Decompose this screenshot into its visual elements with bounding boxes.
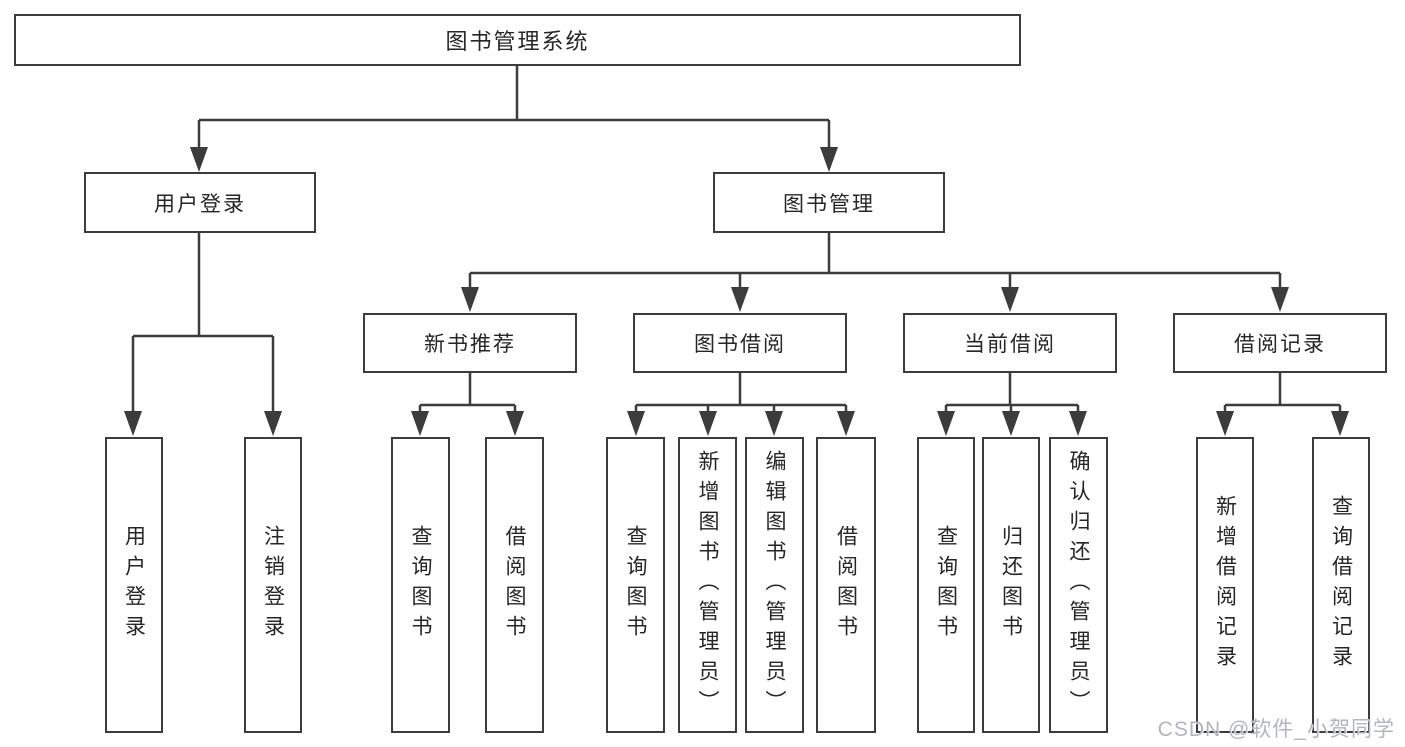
leaf-logout-label: 注销登录 [261, 525, 285, 645]
node-library-system-label: 图书管理系统 [445, 29, 590, 54]
leaf-user-login: 用户登录 [105, 437, 163, 733]
leaf-query-borrow-record-label: 查询借阅记录 [1329, 495, 1353, 675]
leaf-user-login-label: 用户登录 [122, 525, 146, 645]
node-book-management-label: 图书管理 [783, 192, 875, 216]
leaf-add-books-admin-label: 新增图书（管理员） [696, 450, 719, 720]
leaf-query-books-current: 查询图书 [917, 437, 975, 733]
leaf-confirm-return-admin: 确认归还（管理员） [1049, 437, 1108, 733]
leaf-add-borrow-record-label: 新增借阅记录 [1213, 495, 1237, 675]
node-book-management: 图书管理 [713, 172, 945, 233]
leaf-query-books-current-label: 查询图书 [934, 525, 958, 645]
node-book-borrowing: 图书借阅 [633, 313, 847, 373]
leaf-borrow-books-recommend-label: 借阅图书 [503, 525, 526, 645]
leaf-query-borrow-record: 查询借阅记录 [1312, 437, 1370, 733]
leaf-add-books-admin: 新增图书（管理员） [678, 437, 737, 733]
node-library-system: 图书管理系统 [14, 14, 1021, 66]
leaf-query-books-recommend: 查询图书 [391, 437, 450, 733]
node-current-borrowing: 当前借阅 [903, 313, 1117, 373]
leaf-query-books-recommend-label: 查询图书 [409, 525, 432, 645]
node-user-login: 用户登录 [84, 172, 316, 233]
node-user-login-label: 用户登录 [154, 192, 246, 216]
leaf-query-books-borrow-label: 查询图书 [624, 525, 647, 645]
leaf-query-books-borrow: 查询图书 [606, 437, 665, 733]
leaf-confirm-return-admin-label: 确认归还（管理员） [1067, 450, 1090, 720]
leaf-return-books-label: 归还图书 [999, 525, 1023, 645]
leaf-borrow-books-recommend: 借阅图书 [485, 437, 544, 733]
node-borrowing-records: 借阅记录 [1173, 313, 1387, 373]
leaf-borrow-books-label: 借阅图书 [834, 525, 858, 645]
leaf-return-books: 归还图书 [982, 437, 1040, 733]
node-current-borrowing-label: 当前借阅 [964, 333, 1056, 356]
csdn-watermark: CSDN @软件_小贺同学 [1157, 718, 1395, 741]
node-new-book-recommendation: 新书推荐 [363, 313, 577, 373]
leaf-edit-books-admin: 编辑图书（管理员） [745, 437, 804, 733]
node-borrowing-records-label: 借阅记录 [1234, 333, 1326, 356]
node-book-borrowing-label: 图书借阅 [694, 333, 786, 356]
leaf-edit-books-admin-label: 编辑图书（管理员） [763, 450, 786, 720]
leaf-logout: 注销登录 [244, 437, 302, 733]
node-new-book-recommendation-label: 新书推荐 [424, 333, 516, 356]
leaf-borrow-books: 借阅图书 [816, 437, 876, 733]
leaf-add-borrow-record: 新增借阅记录 [1196, 437, 1254, 733]
